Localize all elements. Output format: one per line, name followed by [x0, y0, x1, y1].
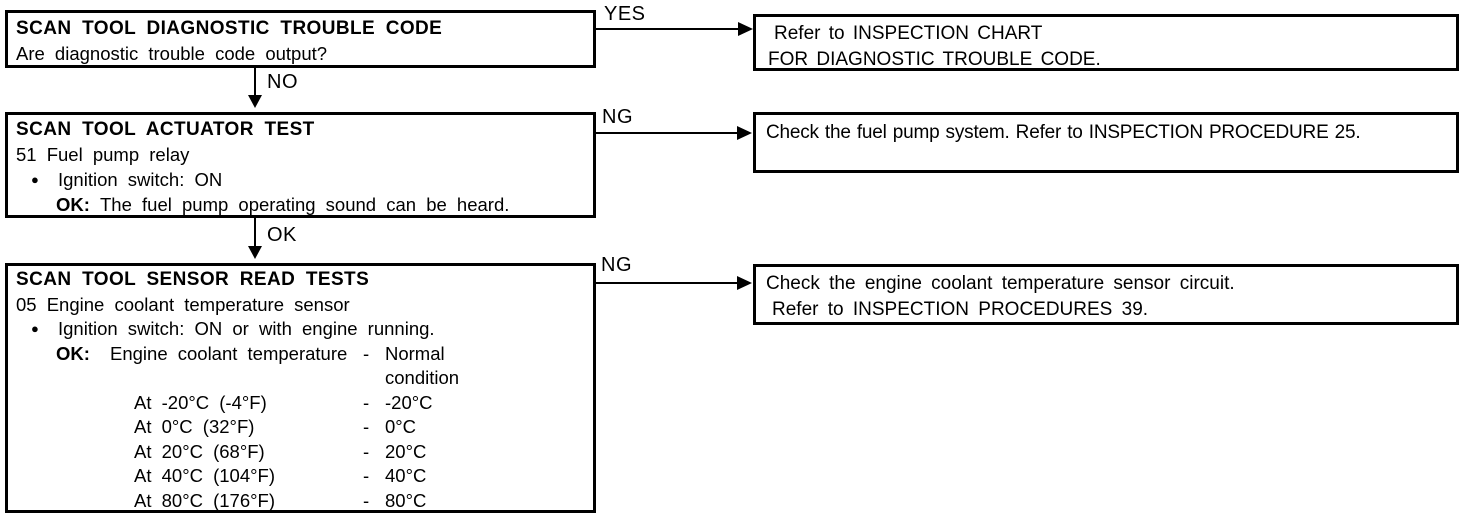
- ok-text: Engine coolant temperature: [110, 342, 348, 364]
- temp-table-row: At -20°C (-4°F) - -20°C: [16, 391, 585, 416]
- step-box-diagnostic-trouble-code: SCAN TOOL DIAGNOSTIC TROUBLE CODE Are di…: [5, 10, 596, 68]
- step-question: Are diagnostic trouble code output?: [16, 43, 328, 64]
- dash-separator: -: [363, 440, 370, 462]
- result-box-inspection-chart: Refer to INSPECTION CHART FOR DIAGNOSTIC…: [753, 14, 1459, 71]
- step-title: SCAN TOOL ACTUATOR TEST: [16, 119, 315, 140]
- result-line: Check the engine coolant temperature sen…: [766, 273, 1235, 294]
- temp-table-row: At 40°C (104°F) - 40°C: [16, 464, 585, 489]
- result-line: Refer to INSPECTION PROCEDURES 39.: [772, 299, 1149, 320]
- connector-line-ok: [254, 217, 256, 248]
- step-condition-row: ● Ignition switch: ON or with engine run…: [16, 317, 585, 342]
- step-title: SCAN TOOL SENSOR READ TESTS: [16, 269, 370, 290]
- arrowhead-yes-icon: [738, 22, 753, 36]
- arrowhead-ng-actuator-icon: [737, 126, 752, 140]
- temp-value: 0°C: [385, 416, 417, 437]
- branch-label-ng-actuator: NG: [602, 106, 633, 128]
- step-title: SCAN TOOL DIAGNOSTIC TROUBLE CODE: [16, 18, 443, 39]
- ok-result: Normal condition: [385, 342, 460, 389]
- bullet-icon: ●: [31, 172, 39, 187]
- step-condition: Ignition switch: ON or with engine runni…: [58, 318, 435, 339]
- branch-label-ok: OK: [267, 224, 297, 246]
- step-box-sensor-read-tests: SCAN TOOL SENSOR READ TESTS 05 Engine co…: [5, 263, 596, 513]
- result-box-coolant-sensor: Check the engine coolant temperature sen…: [753, 264, 1459, 325]
- ok-label: OK:: [56, 194, 90, 215]
- temp-table-row: At 20°C (68°F) - 20°C: [16, 440, 585, 465]
- arrowhead-no-icon: [248, 95, 262, 108]
- ok-label: OK:: [56, 342, 90, 364]
- step-condition-row: ● Ignition switch: ON: [16, 167, 585, 192]
- arrowhead-ok-icon: [248, 246, 262, 259]
- temp-value: -20°C: [385, 391, 433, 413]
- temp-condition: At 0°C (32°F): [134, 416, 255, 437]
- bullet-icon: ●: [31, 321, 39, 336]
- result-line: Check the fuel pump system. Refer to INS…: [766, 122, 1361, 143]
- connector-line-no: [254, 67, 256, 97]
- result-line: Refer to INSPECTION CHART: [774, 23, 1043, 44]
- temp-condition: At 80°C (176°F): [134, 489, 275, 511]
- arrow-line-ng-sensor: [595, 282, 738, 284]
- temp-condition: At 20°C (68°F): [134, 440, 265, 462]
- temp-value: 80°C: [385, 489, 427, 511]
- dash-separator: -: [363, 489, 370, 511]
- result-line: FOR DIAGNOSTIC TROUBLE CODE.: [768, 49, 1101, 70]
- arrow-line-yes: [595, 28, 739, 30]
- temp-value: 20°C: [385, 440, 427, 462]
- dash-separator: -: [363, 391, 370, 413]
- step-condition: Ignition switch: ON: [58, 169, 223, 190]
- step-ok-row: OK: The fuel pump operating sound can be…: [16, 192, 585, 217]
- temp-table-row: At 0°C (32°F) - 0°C: [16, 415, 585, 440]
- arrowhead-ng-sensor-icon: [737, 276, 752, 290]
- arrow-line-ng-actuator: [595, 132, 738, 134]
- branch-label-yes: YES: [604, 3, 646, 25]
- step-item: 05 Engine coolant temperature sensor: [16, 293, 350, 315]
- dash-separator: -: [363, 342, 370, 364]
- branch-label-ng-sensor: NG: [601, 254, 632, 276]
- temp-condition: At 40°C (104°F): [134, 465, 275, 486]
- step-ok-row: OK: Engine coolant temperature - Normal …: [16, 342, 585, 391]
- result-box-fuel-pump: Check the fuel pump system. Refer to INS…: [753, 112, 1459, 173]
- dash-separator: -: [363, 465, 370, 486]
- temp-value: 40°C: [385, 465, 427, 486]
- step-box-actuator-test: SCAN TOOL ACTUATOR TEST 51 Fuel pump rel…: [5, 112, 596, 218]
- ok-text: The fuel pump operating sound can be hea…: [100, 194, 510, 215]
- temp-condition: At -20°C (-4°F): [134, 391, 267, 413]
- dash-separator: -: [363, 416, 370, 437]
- branch-label-no: NO: [267, 71, 298, 93]
- temp-table-row: At 80°C (176°F) - 80°C: [16, 489, 585, 514]
- step-item: 51 Fuel pump relay: [16, 144, 190, 165]
